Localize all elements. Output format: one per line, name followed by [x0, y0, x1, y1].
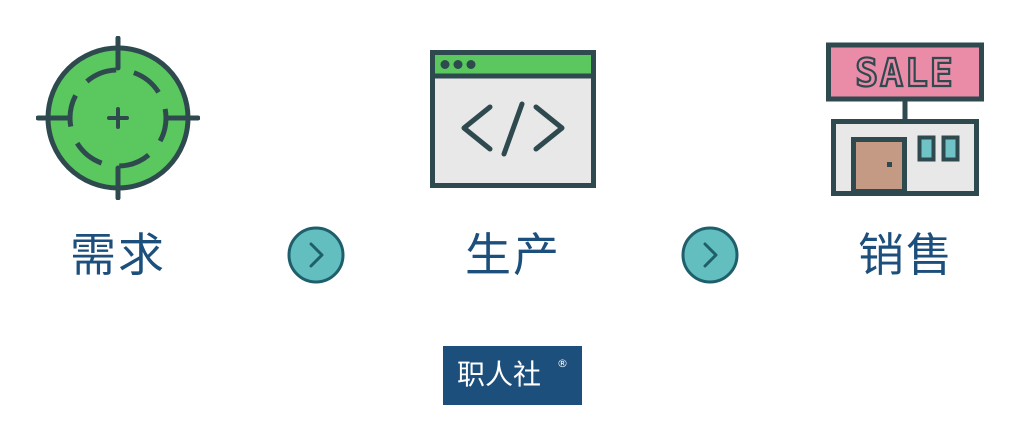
step-label-demand: 需求 — [70, 228, 166, 282]
step-label-sales: 销售 — [858, 228, 954, 282]
target-icon — [35, 35, 201, 201]
brand-logo: 职人社 ® — [443, 346, 582, 405]
brand-logo-text: 职人社 — [457, 358, 542, 391]
sale-sign-text: SALE — [855, 51, 955, 95]
sale-store-icon: SALE — [824, 42, 986, 198]
chevron-right-icon — [287, 226, 345, 284]
registered-mark: ® — [557, 357, 568, 370]
code-window-icon — [430, 50, 596, 188]
chevron-right-icon — [681, 226, 739, 284]
step-label-production: 生产 — [465, 228, 561, 282]
